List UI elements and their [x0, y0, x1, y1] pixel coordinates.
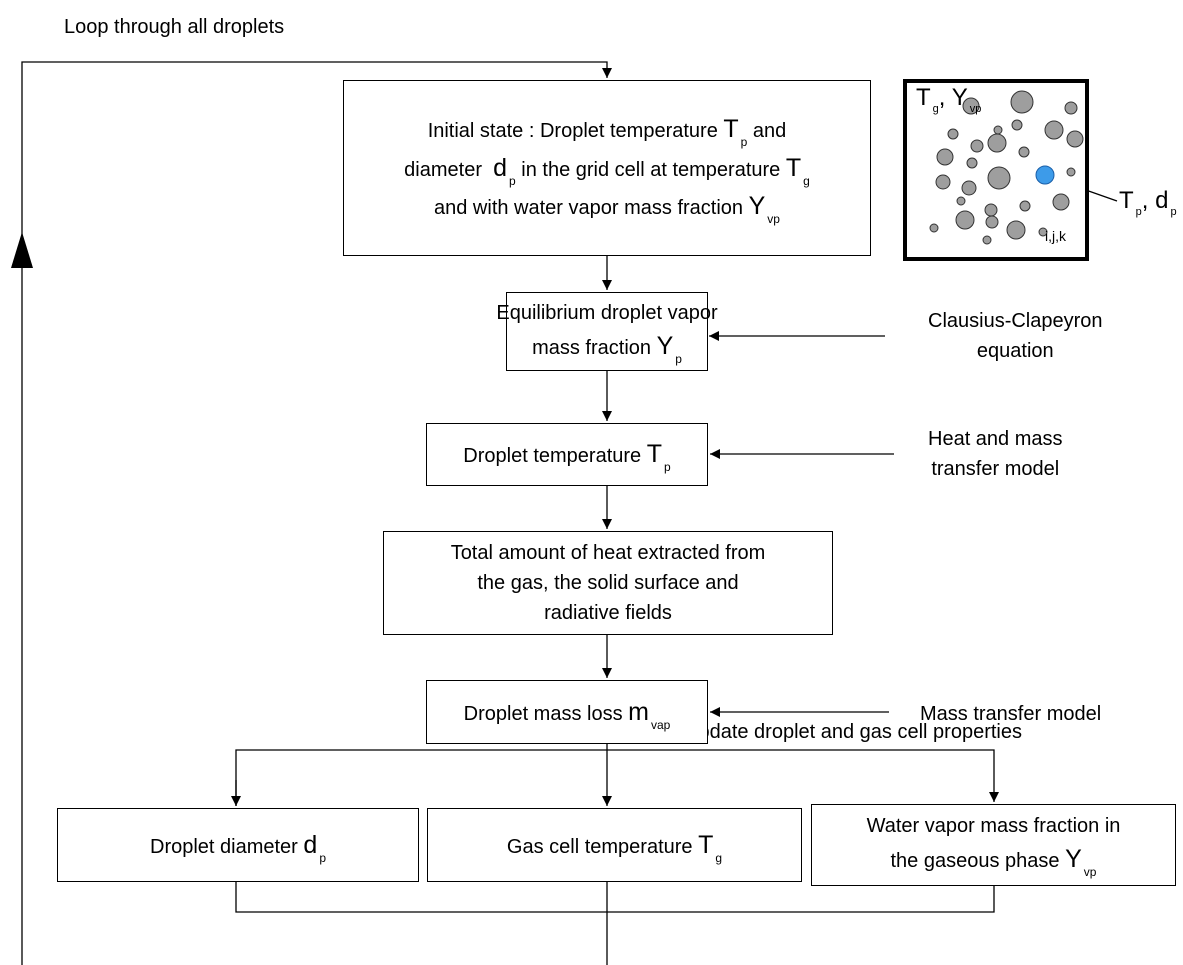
droplet	[987, 166, 1011, 190]
droplet	[936, 148, 954, 166]
droplet	[1011, 119, 1023, 131]
droplet	[987, 133, 1007, 153]
highlighted-droplet	[1035, 165, 1055, 185]
droplet	[982, 235, 992, 245]
cell-index-label: i,j,k	[1045, 228, 1066, 244]
droplet	[1038, 227, 1048, 237]
droplet	[1019, 200, 1031, 212]
droplet	[961, 180, 977, 196]
droplet	[947, 128, 959, 140]
droplet	[993, 125, 1003, 135]
droplet	[1018, 146, 1030, 158]
droplet	[984, 203, 998, 217]
branch-line	[235, 749, 995, 806]
droplet	[1064, 101, 1078, 115]
droplet	[1010, 90, 1034, 114]
droplet	[966, 157, 978, 169]
droplet	[955, 210, 975, 230]
droplet	[1066, 167, 1076, 177]
droplet	[1052, 193, 1070, 211]
vapor-fraction-box: Water vapor mass fraction in the gaseous…	[811, 804, 1176, 886]
droplet	[935, 174, 951, 190]
loop-line	[21, 61, 612, 965]
update-label: Update droplet and gas cell properties	[684, 721, 1022, 743]
droplet	[929, 223, 939, 233]
masstransfer-label: Mass transfer model	[920, 703, 1102, 725]
droplet	[1044, 120, 1064, 140]
merge-line	[235, 882, 995, 913]
droplet-cloud	[929, 90, 1084, 245]
droplet	[985, 215, 999, 229]
droplet	[1066, 130, 1084, 148]
loop-label: Loop through all droplets	[64, 16, 285, 38]
equilibrium-box: Equilibrium droplet vapor mass fraction …	[496, 292, 718, 371]
droplet	[1006, 220, 1026, 240]
droplet	[970, 139, 984, 153]
droplet	[956, 196, 966, 206]
droplet	[962, 97, 980, 115]
loop-arrow-head	[11, 232, 33, 268]
heat-extracted-box: Total amount of heat extracted from the …	[383, 531, 833, 635]
